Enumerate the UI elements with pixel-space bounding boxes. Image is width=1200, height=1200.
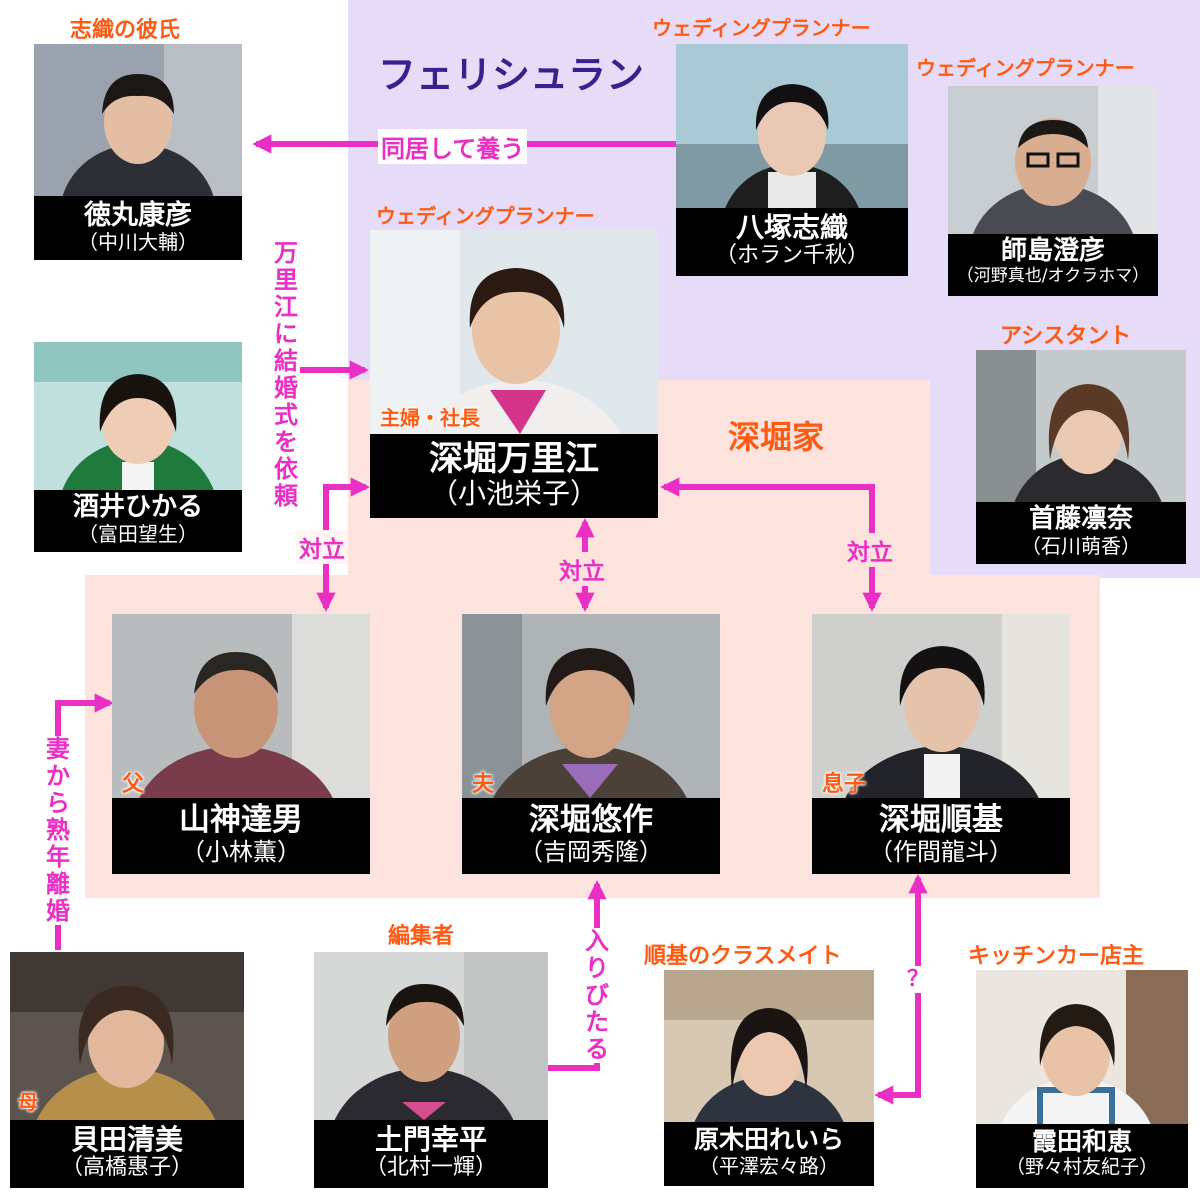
actor-sakai: （富田望生） bbox=[78, 521, 198, 546]
photo-tokumaru bbox=[34, 44, 242, 196]
role-tokumaru: 志織の彼氏 bbox=[70, 18, 181, 43]
photo-marie bbox=[370, 230, 658, 434]
card-domon[interactable]: 土門幸平 （北村一輝） bbox=[314, 952, 548, 1188]
card-kasumida[interactable]: 霞田和恵 （野々村友紀子） bbox=[976, 970, 1188, 1188]
card-shijima[interactable]: 師島澄彦 （河野真也/オクラホマ） bbox=[948, 86, 1158, 296]
actor-tokumaru: （中川大輔） bbox=[78, 230, 198, 255]
name-sakai: 酒井ひかる bbox=[72, 492, 203, 522]
family-title: 深堀家 bbox=[728, 418, 825, 456]
card-haraki[interactable]: 原木田れいら （平澤宏々路） bbox=[664, 970, 874, 1186]
actor-yusaku: （吉岡秀隆） bbox=[519, 837, 663, 866]
felicelan-title: フェリシュラン bbox=[378, 53, 645, 97]
photo-sakai bbox=[34, 342, 242, 490]
photo-shuto bbox=[976, 350, 1186, 502]
relation-conflict-left-label: 対立 bbox=[296, 530, 348, 564]
actor-marie: （小池栄子） bbox=[429, 477, 598, 511]
photo-junki bbox=[812, 614, 1070, 798]
actor-kaida: （高橋惠子） bbox=[60, 1155, 193, 1181]
relation-hangout-label: 入りびたる bbox=[583, 927, 611, 1063]
actor-domon: （北村一輝） bbox=[364, 1155, 497, 1181]
relation-conflict-center-label: 対立 bbox=[556, 552, 608, 586]
actor-yamagami: （小林薫） bbox=[181, 837, 301, 866]
name-yamagami: 山神達男 bbox=[179, 802, 303, 838]
actor-yatsuka: （ホラン千秋） bbox=[714, 243, 869, 269]
name-kasumida: 霞田和恵 bbox=[1031, 1127, 1132, 1156]
actor-shijima: （河野真也/オクラホマ） bbox=[956, 265, 1150, 286]
name-yatsuka: 八塚志織 bbox=[735, 211, 848, 244]
name-kaida: 貝田清美 bbox=[70, 1123, 183, 1156]
name-marie: 深堀万里江 bbox=[429, 439, 599, 479]
card-shuto[interactable]: 首藤凛奈 （石川萌香） bbox=[976, 350, 1186, 564]
role-haraki: 順基のクラスメイト bbox=[644, 944, 842, 969]
relation-live-support-label: 同居して養う bbox=[378, 129, 528, 164]
role-shijima: ウェディングプランナー bbox=[916, 56, 1135, 80]
name-yusaku: 深堀悠作 bbox=[529, 802, 653, 838]
actor-haraki: （平澤宏々路） bbox=[699, 1153, 839, 1178]
arrow-conflict-left bbox=[316, 477, 370, 612]
relation-wedding-request-label: 万里江に結婚式を依頼 bbox=[272, 239, 300, 510]
name-shuto: 首藤凛奈 bbox=[1028, 504, 1133, 534]
card-marie[interactable]: 深堀万里江 （小池栄子） 主婦・社長 bbox=[370, 230, 658, 518]
name-tokumaru: 徳丸康彦 bbox=[84, 200, 192, 231]
photo-kasumida bbox=[976, 970, 1188, 1124]
relation-divorce-label: 妻から熟年離婚 bbox=[44, 735, 72, 925]
name-domon: 土門幸平 bbox=[374, 1123, 487, 1156]
role-kasumida: キッチンカー店主 bbox=[968, 944, 1145, 969]
inner-role-junki: 息子 bbox=[822, 772, 867, 797]
name-haraki: 原木田れいら bbox=[693, 1125, 844, 1154]
card-yamagami[interactable]: 山神達男 （小林薫） 父 bbox=[112, 614, 370, 874]
relation-conflict-right-label: 対立 bbox=[844, 533, 896, 567]
photo-domon bbox=[314, 952, 548, 1120]
inner-role-marie: 主婦・社長 bbox=[380, 406, 480, 430]
relation-unknown-label: ？ bbox=[904, 966, 932, 993]
name-shijima: 師島澄彦 bbox=[1000, 236, 1105, 266]
role-marie: ウェディングプランナー bbox=[376, 204, 595, 228]
photo-yusaku bbox=[462, 614, 720, 798]
photo-shijima bbox=[948, 86, 1158, 234]
actor-kasumida: （野々村友紀子） bbox=[1005, 1155, 1158, 1178]
card-yatsuka[interactable]: 八塚志織 （ホラン千秋） bbox=[676, 44, 908, 276]
photo-haraki bbox=[664, 970, 874, 1122]
card-junki[interactable]: 深堀順基 （作間龍斗） 息子 bbox=[812, 614, 1070, 874]
inner-role-yusaku: 夫 bbox=[472, 772, 495, 797]
role-domon: 編集者 bbox=[388, 924, 455, 949]
arrow-unknown bbox=[874, 874, 928, 1105]
card-yusaku[interactable]: 深堀悠作 （吉岡秀隆） 夫 bbox=[462, 614, 720, 874]
inner-role-yamagami: 父 bbox=[122, 772, 145, 797]
actor-shuto: （石川萌香） bbox=[1021, 533, 1141, 558]
photo-yamagami bbox=[112, 614, 370, 798]
name-junki: 深堀順基 bbox=[879, 802, 1003, 838]
card-sakai[interactable]: 酒井ひかる （富田望生） bbox=[34, 342, 242, 552]
role-shuto: アシスタント bbox=[1000, 324, 1132, 349]
arrow-conflict-right bbox=[660, 477, 882, 612]
photo-yatsuka bbox=[676, 44, 908, 208]
card-tokumaru[interactable]: 徳丸康彦 （中川大輔） bbox=[34, 44, 242, 260]
photo-kaida bbox=[10, 952, 244, 1120]
actor-junki: （作間龍斗） bbox=[869, 837, 1013, 866]
role-yatsuka: ウェディングプランナー bbox=[652, 16, 871, 40]
card-kaida[interactable]: 貝田清美 （高橋惠子） 母 bbox=[10, 952, 244, 1188]
inner-role-kaida: 母 bbox=[18, 1090, 38, 1114]
